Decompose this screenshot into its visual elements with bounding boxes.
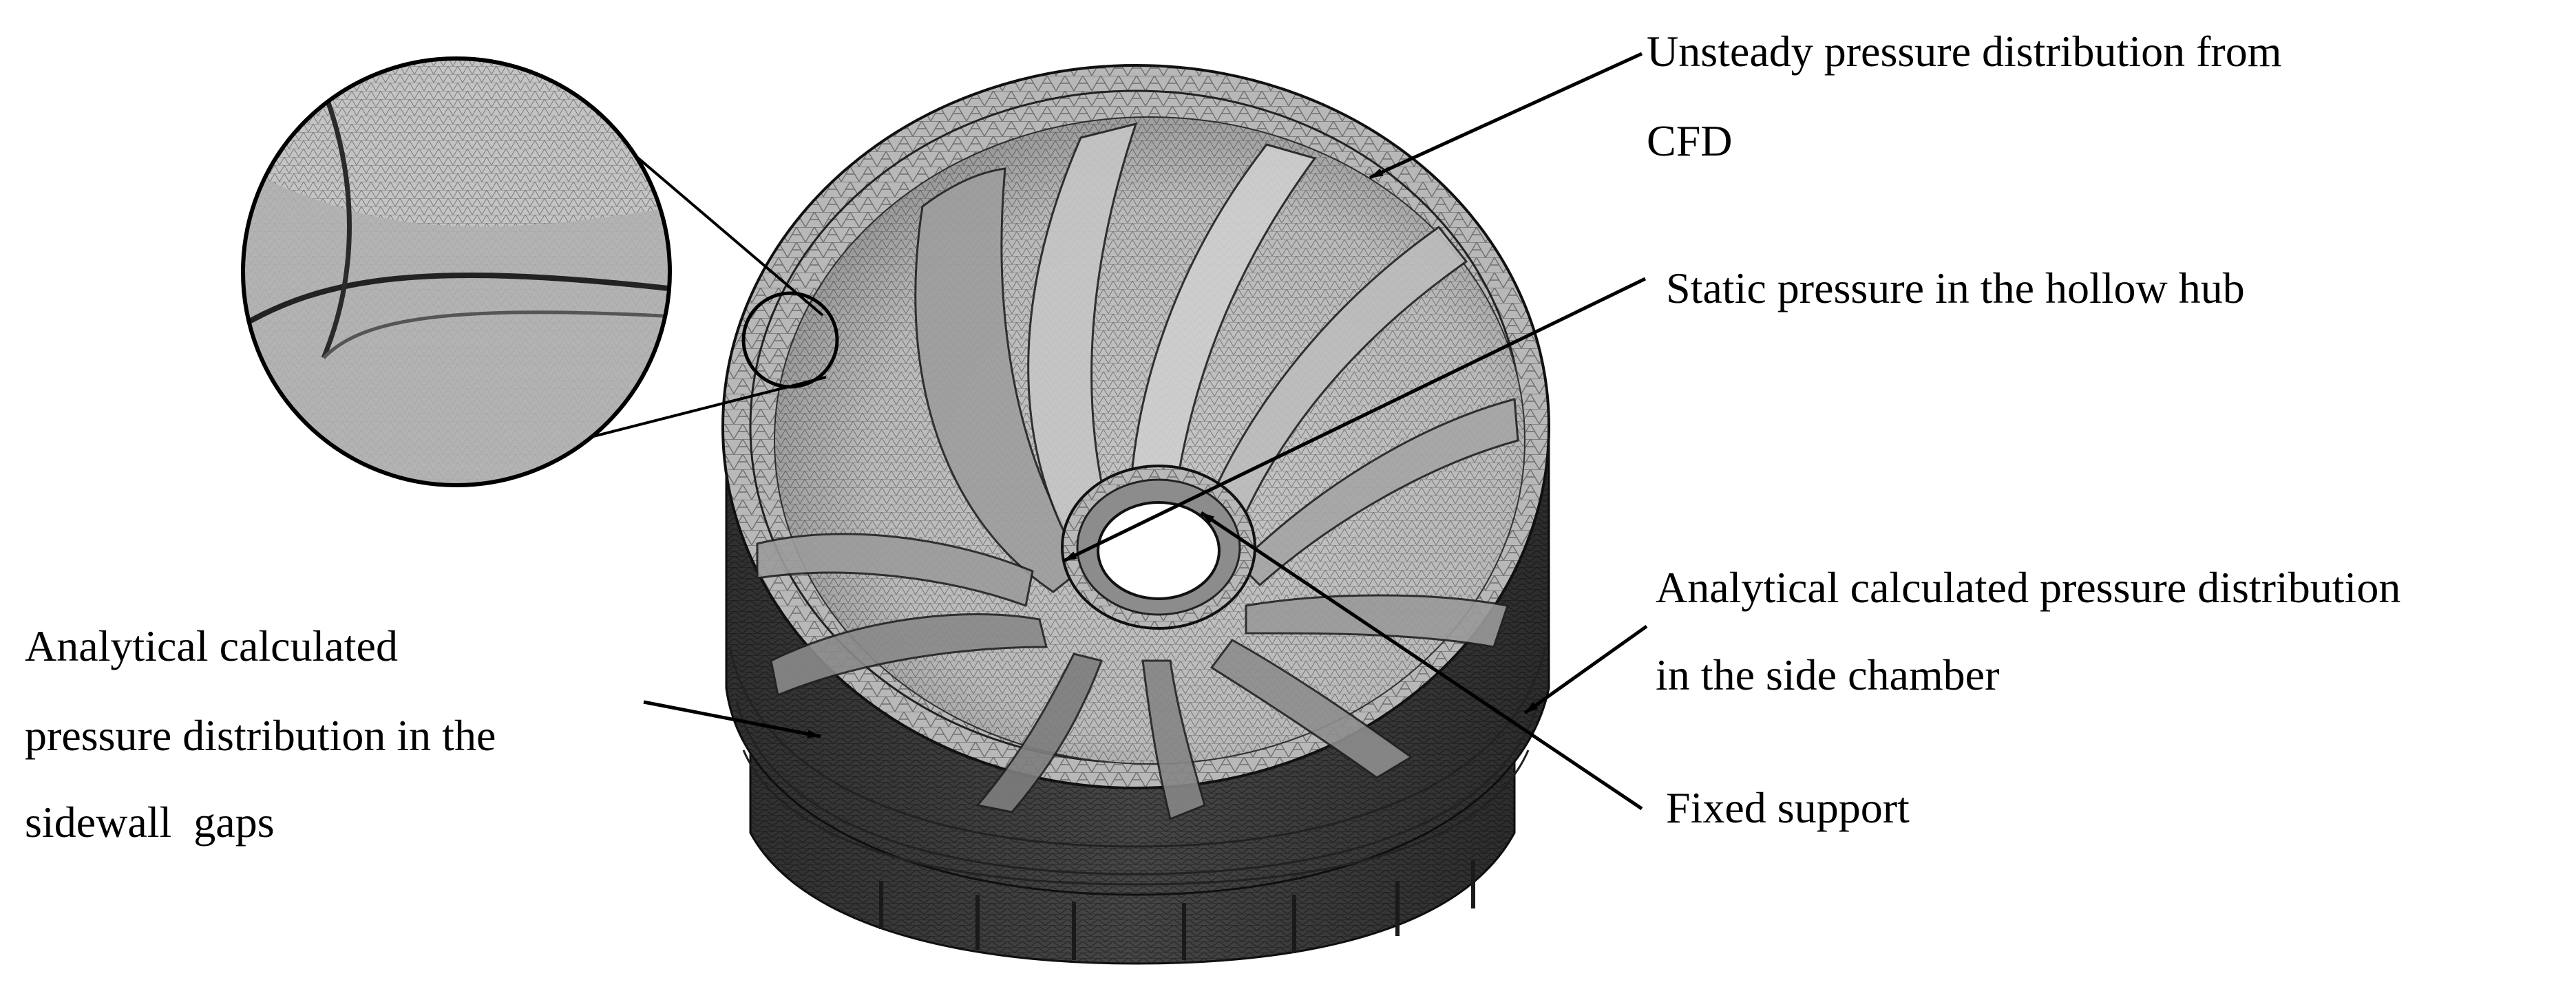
band-ribs [879,860,1475,960]
blade [756,533,1034,608]
arrow-hub [1062,277,1647,563]
blade [1027,122,1138,552]
label-sidewall-gaps-line3: sidewall gaps [25,798,275,847]
label-side-chamber-line2: in the side chamber [1656,650,1999,699]
blade [1210,639,1413,779]
blade [914,167,1090,593]
zoom-detail [241,56,839,487]
label-hub: Static pressure in the hollow hub [1666,264,2245,312]
blades [756,122,1519,821]
blade [1237,398,1519,587]
hub-bore [1097,501,1221,600]
blade [770,613,1048,697]
zoom-circle [241,56,672,487]
label-sidewall-gaps-line2: pressure distribution in the [25,711,496,760]
arrow-sidewall-gaps [643,700,821,738]
label-cfd-line1: Unsteady pressure distribution from [1647,27,2282,76]
groove-lines [728,646,1547,886]
hub [1061,465,1256,630]
arrow-fixed [1200,511,1643,811]
blade [1245,594,1509,648]
arrow-side-chamber [1523,624,1648,715]
blade [1128,143,1317,531]
blade [1141,659,1206,821]
label-sidewall-gaps-line1: Analytical calculated [25,621,398,670]
impeller [721,64,1550,965]
arrows [643,52,1648,811]
labels: Unsteady pressure distribution from CFD … [25,27,2400,847]
label-fixed-support: Fixed support [1666,783,1910,832]
arrow-cfd [1369,52,1643,180]
label-cfd-line2: CFD [1647,116,1733,165]
zoom-source-circle [741,291,839,389]
blade [975,652,1103,813]
label-side-chamber-line1: Analytical calculated pressure distribut… [1656,563,2400,612]
